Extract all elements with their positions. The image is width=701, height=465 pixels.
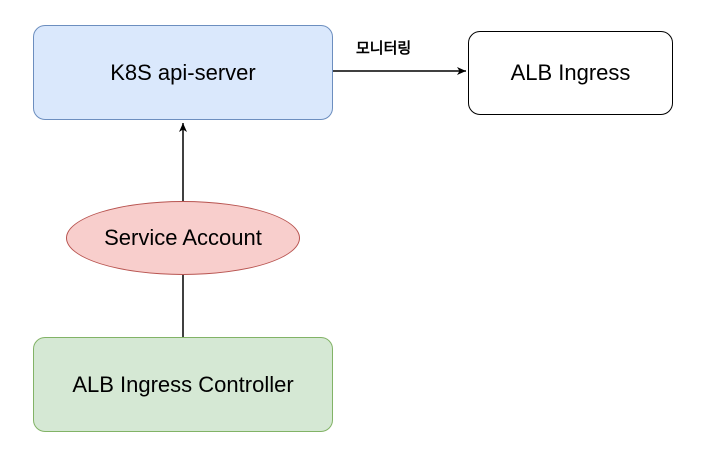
k8s-api-server-node: K8S api-server	[33, 25, 333, 120]
service-account-label: Service Account	[104, 225, 262, 250]
alb-ingress-node: ALB Ingress	[468, 31, 673, 115]
alb-ingress-controller-label: ALB Ingress Controller	[72, 371, 294, 397]
alb-ingress-label: ALB Ingress	[510, 60, 631, 85]
k8s-api-server-label: K8S api-server	[110, 59, 256, 85]
service-account-node: Service Account	[66, 201, 300, 275]
alb-ingress-controller-node: ALB Ingress Controller	[33, 337, 333, 432]
monitoring-edge-label: 모니터링	[356, 39, 412, 57]
